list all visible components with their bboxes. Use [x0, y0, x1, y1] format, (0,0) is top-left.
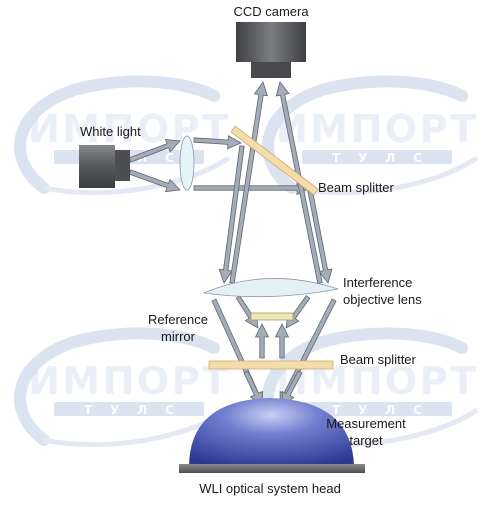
system-head-label: WLI optical system head [199, 481, 341, 496]
beam-collimator-upper [193, 135, 242, 150]
collimator-lens [179, 135, 195, 191]
white-light-source [79, 145, 130, 188]
reference-mirror [250, 312, 294, 321]
beam-splitter-top [230, 125, 319, 196]
interference-lens-label-2: objective lens [343, 292, 422, 307]
reference-mirror-label-2: mirror [161, 329, 195, 344]
ccd-camera-label: CCD camera [233, 4, 309, 19]
measurement-target-label-2: target [349, 433, 383, 448]
beam-splitter-top-label: Beam splitter [318, 180, 394, 195]
beam-splitter-bottom-label: Beam splitter [340, 352, 416, 367]
system-head-base [179, 464, 365, 473]
beam-lens-to-mirror-right [285, 295, 311, 329]
watermark-brand-text: ИМПОРТ [28, 107, 228, 151]
watermark-brand-text: ИМПОРТ [276, 107, 476, 151]
beam-source-upper [128, 139, 181, 163]
measurement-target-label-1: Measurement [326, 416, 406, 431]
white-light-label: White light [80, 124, 141, 139]
beam-splitter-bottom [208, 360, 334, 370]
watermark-brand-text: ИМПОРТ [28, 359, 228, 403]
interference-lens-label-1: Interference [343, 275, 413, 290]
beam-down-right [307, 189, 333, 284]
beam-source-lower [128, 169, 181, 193]
interference-objective-lens [202, 278, 339, 298]
reference-mirror-label-1: Reference [148, 312, 208, 327]
ccd-camera [236, 22, 306, 78]
beam-mirror-up-right [274, 323, 290, 359]
beam-up-left [229, 81, 268, 284]
measurement-target-dome [189, 398, 354, 466]
beam-mirror-up-left [254, 323, 270, 359]
beam-down-left [218, 145, 245, 284]
beam-lens-to-mirror-left [235, 295, 259, 329]
